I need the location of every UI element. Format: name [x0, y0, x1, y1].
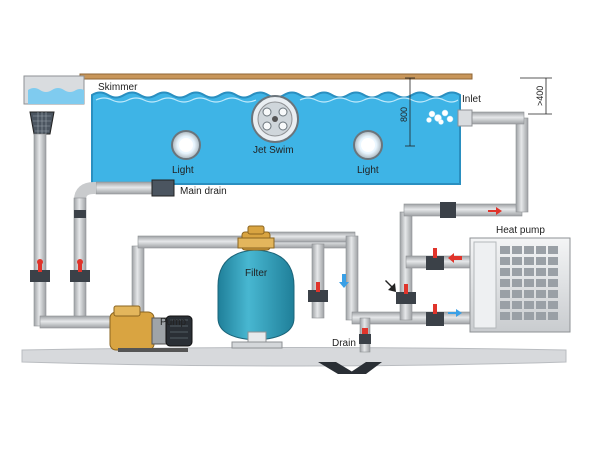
sand-filter	[217, 225, 295, 349]
skimmer-basket-mesh	[33, 112, 51, 134]
label-pump: Pump	[160, 317, 187, 328]
label-inlet: Inlet	[462, 94, 481, 105]
valve-heat-return	[426, 248, 444, 270]
circulation-pump	[109, 305, 193, 352]
inlet-nozzle	[457, 109, 473, 127]
union-left-riser	[74, 210, 86, 218]
water-surface-waves	[95, 97, 257, 103]
pool-light-left	[171, 130, 201, 160]
label-depth: 800	[399, 107, 409, 122]
label-heat-pump: Heat pump	[496, 225, 545, 236]
depth-dimension	[405, 77, 415, 147]
water-surface-waves-2	[299, 97, 459, 103]
jet-swim-unit	[251, 95, 299, 143]
valve-bypass	[396, 284, 416, 304]
inlet-bubbles	[426, 109, 454, 125]
drain-outlet	[318, 362, 382, 374]
valve-heat-supply	[426, 304, 444, 326]
union-top-return	[440, 202, 456, 218]
heat-pump	[469, 237, 571, 333]
label-filter: Filter	[245, 268, 268, 279]
flow-arrow-bypass	[385, 280, 396, 292]
valve-main-drain	[70, 259, 90, 282]
flow-arrow-hp-out	[448, 253, 462, 263]
ground	[21, 347, 567, 367]
flow-arrow-hp-in	[448, 309, 462, 317]
label-skimmer: Skimmer	[98, 82, 138, 93]
valves	[30, 202, 456, 344]
skimmer-water	[28, 88, 84, 104]
valve-skimmer	[30, 259, 50, 282]
label-light-right: Light	[357, 165, 379, 176]
main-drain-fitting	[151, 179, 175, 197]
height-dimension	[520, 77, 552, 115]
flow-arrow-return	[488, 207, 502, 215]
label-main-drain: Main drain	[180, 186, 227, 197]
flow-arrows	[339, 207, 502, 317]
flow-arrow-down	[339, 274, 349, 288]
pool-light-right	[353, 130, 383, 160]
valve-drain	[359, 328, 371, 344]
label-drain: Drain	[332, 338, 356, 349]
label-light-left: Light	[172, 165, 194, 176]
label-height: >400	[535, 86, 545, 106]
label-jet-swim: Jet Swim	[253, 145, 294, 156]
valve-drain-line	[308, 282, 328, 302]
